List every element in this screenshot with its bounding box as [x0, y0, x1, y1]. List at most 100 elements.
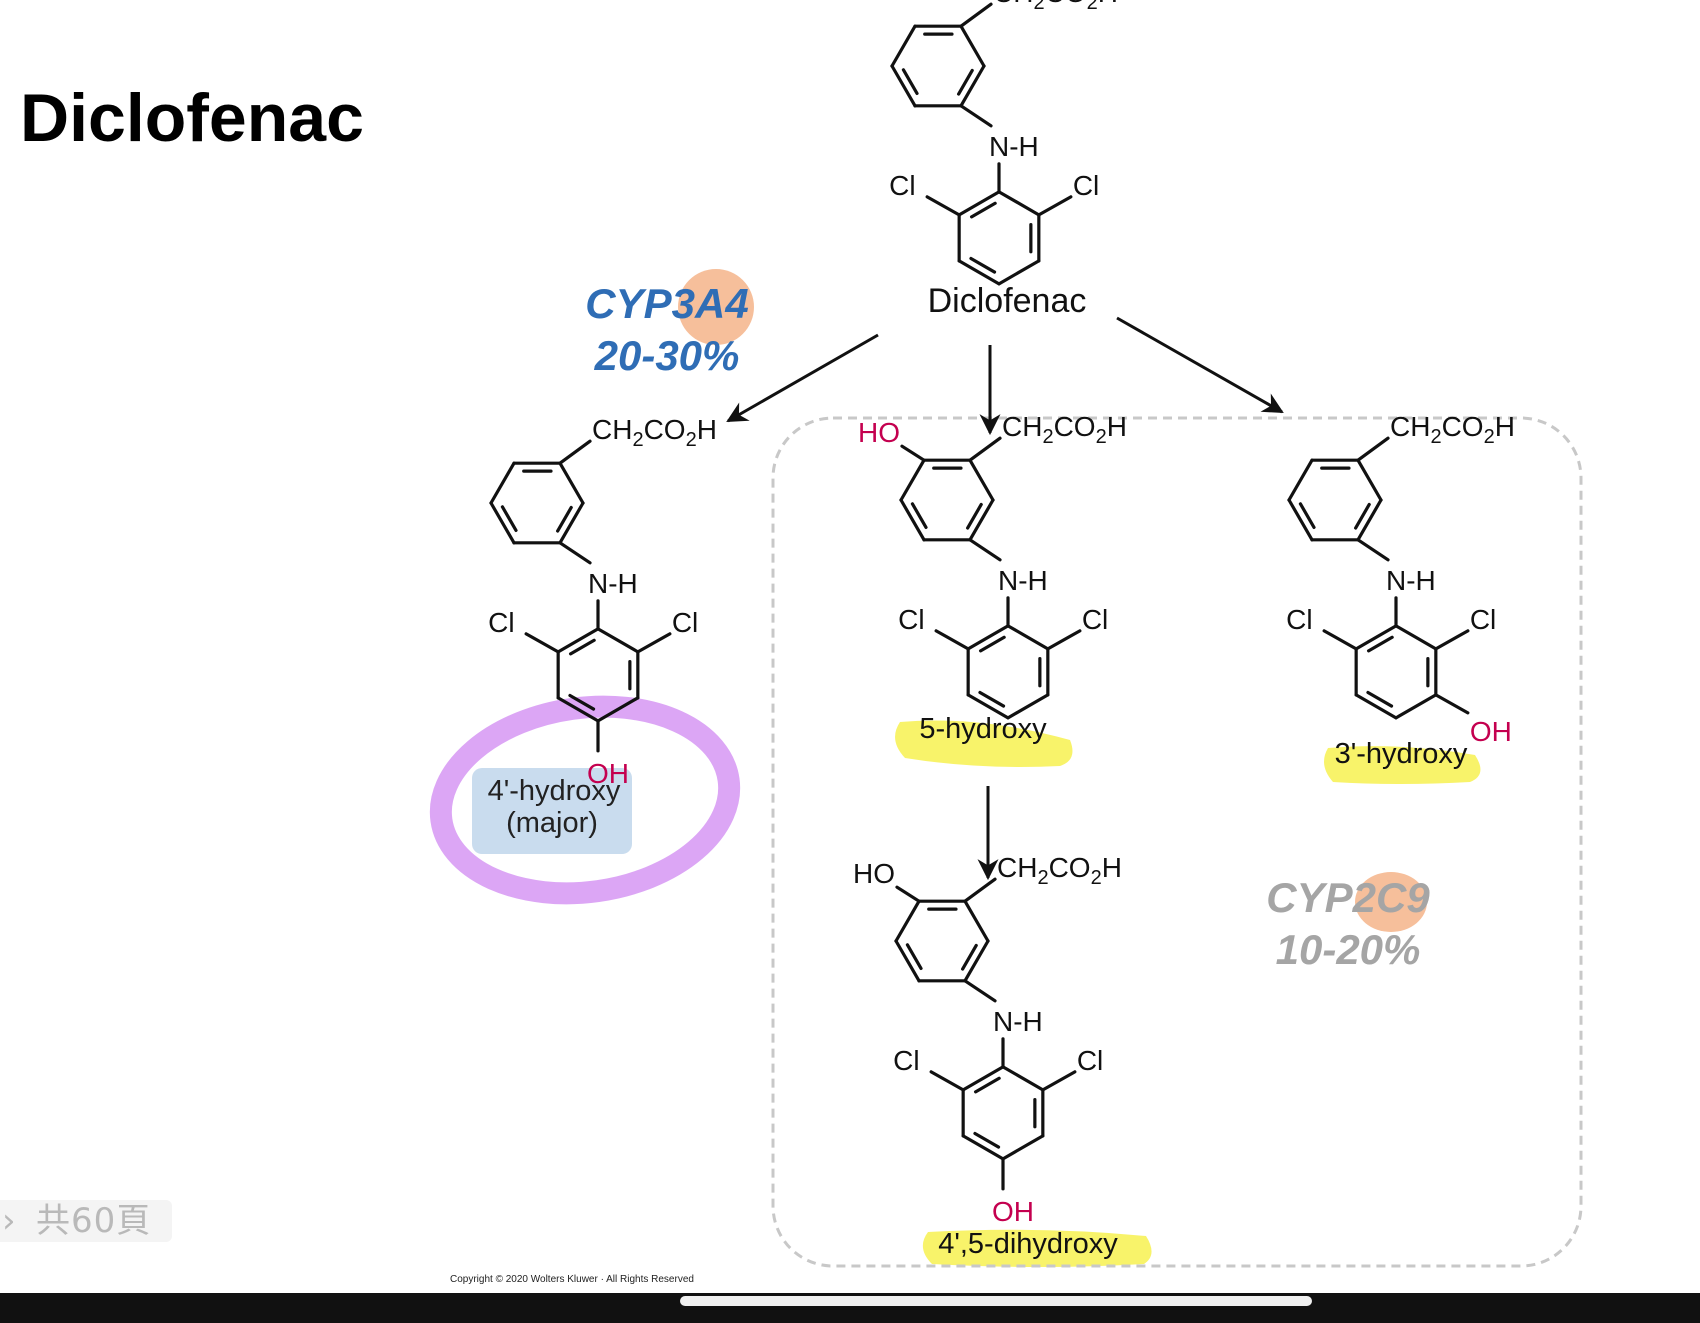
45-dihydroxy-structure-cl-right-bond — [1041, 1070, 1077, 1092]
4-hydroxy-structure-upper-ring-double-bond — [556, 505, 573, 533]
ch2co2h-label: CH2CO2H — [1390, 411, 1515, 448]
4-hydroxy-structure-lower-ring-bond — [596, 627, 640, 654]
45-dihydroxy-structure-oh-label: OH — [992, 1196, 1034, 1227]
3-hydroxy-structure-oh-label: OH — [1470, 716, 1512, 747]
diclofenac-structure-cl-left-bond — [925, 195, 961, 217]
5-hydroxy-label: 5-hydroxy — [919, 713, 1047, 745]
3-hydroxy-structure-upper-ring-bond — [1356, 498, 1383, 542]
5-hydroxy-structure-upper-ring-double-bond — [966, 502, 983, 530]
3-hydroxy-structure-oh-bond — [1434, 693, 1470, 715]
4-hydroxy-structure-lower-ring-bond — [556, 627, 600, 654]
page-title: Diclofenac — [20, 80, 364, 156]
5-hydroxy-structure-upper-ring-bond — [899, 458, 926, 502]
diclofenac-structure-lower-ring-bond — [957, 259, 1001, 286]
diclofenac-structure-upper-ring-bond — [890, 24, 917, 68]
diclofenac-structure-n-bond — [959, 104, 993, 128]
4-hydroxy-structure-upper-ring-double-bond — [500, 505, 518, 533]
45-dihydroxy-structure-ho-label: HO — [853, 858, 895, 889]
45-dihydroxy-structure-lower-ring-bond — [1001, 1065, 1045, 1092]
45-dihydroxy-structure-upper-ring-double-bond — [961, 943, 978, 971]
3-hydroxy-structure-upper-ring-bond — [1287, 458, 1314, 502]
5-hydroxy-structure-lower-ring-bond — [966, 693, 1010, 720]
45-dihydroxy-structure-cl-right: Cl — [1077, 1045, 1103, 1076]
page-count-indicator[interactable]: ›共60頁 — [0, 1200, 172, 1242]
5-hydroxy-structure-cl-right: Cl — [1082, 604, 1108, 635]
ch2co2h-label: CH2CO2H — [592, 414, 717, 451]
major-metabolite-circle — [429, 695, 741, 905]
diclofenac-structure-lower-ring-bond — [997, 259, 1041, 286]
45-dihydroxy-structure-cl-left: Cl — [893, 1045, 919, 1076]
arrow-to-4-hydroxy — [726, 333, 879, 423]
5-hydroxy-structure-n-bond — [968, 538, 1002, 562]
ch2co2h-label: CH2CO2H — [993, 0, 1118, 14]
diclofenac-structure-lower-ring-double-bond — [969, 256, 997, 274]
horizontal-scrollbar[interactable] — [680, 1296, 1312, 1306]
3-hydroxy-structure-upper-ring-double-bond — [1354, 502, 1371, 530]
45-dihydroxy-structure-lower-ring-double-bond — [973, 1131, 1001, 1149]
3-hydroxy-label: 3'-hydroxy — [1335, 738, 1468, 770]
cyp3a4-orange-highlight — [678, 269, 754, 345]
5-hydroxy-structure-ho-label: HO — [858, 417, 900, 448]
3-hydroxy-structure-cl-right: Cl — [1470, 604, 1496, 635]
diclofenac-structure-cl-right-bond — [1037, 195, 1073, 217]
4-hydroxy-structure-lower-ring-double-bond — [568, 693, 596, 711]
diclofenac-structure-lower-ring-bond — [957, 190, 1001, 217]
45-dihydroxy-structure-upper-ring-bond — [963, 939, 990, 983]
3-hydroxy-structure-cl-left: Cl — [1286, 604, 1312, 635]
diclofenac-structure-cl-left: Cl — [889, 170, 915, 201]
cyp2c9-orange-highlight — [1355, 872, 1427, 932]
4-hydroxy-label: 4'-hydroxy — [488, 775, 621, 807]
3-hydroxy-structure-lower-ring-bond — [1354, 693, 1398, 720]
arrow-to-3-hydroxy — [1116, 316, 1284, 414]
4-hydroxy-structure-cl-right: Cl — [672, 607, 698, 638]
3-hydroxy-structure-lower-ring-bond — [1394, 624, 1438, 651]
5-hydroxy-structure-lower-ring-bond — [1006, 693, 1050, 720]
5-hydroxy-structure-lower-ring-double-bond — [978, 690, 1006, 708]
4-hydroxy-structure-upper-ring-bond — [558, 461, 585, 505]
highlights — [429, 269, 1481, 1267]
5-hydroxy-structure-lower-ring-bond — [966, 624, 1010, 651]
3-hydroxy-yellow-highlight — [1324, 746, 1481, 784]
4-hydroxy-structure-cl-left: Cl — [488, 607, 514, 638]
5-hydroxy-structure-lower-ring-double-bond — [978, 635, 1006, 653]
ch2co2h-label: CH2CO2H — [1002, 411, 1127, 448]
diclofenac-structure-ch2-bond — [959, 2, 993, 28]
cyp3a4-percentage: 20-30% — [594, 332, 740, 379]
diclofenac-structure-lower-ring-bond — [997, 190, 1041, 217]
diclofenac-structure-upper-ring-bond — [959, 24, 986, 68]
5-hydroxy-structure-cl-left-bond — [934, 629, 970, 651]
cyp2c9-enzyme: CYP2C9 — [1266, 874, 1430, 921]
4-hydroxy-structure-upper-ring-bond — [489, 461, 516, 505]
4-hydroxy-structure-oh-label: OH — [587, 758, 629, 789]
45-dihydroxy-structure-ch2-bond — [963, 877, 997, 903]
diclofenac-structure-nh-label: N-H — [989, 131, 1039, 162]
45-dihydroxy-structure-lower-ring-double-bond — [973, 1076, 1001, 1094]
3-hydroxy-structure-cl-right-bond — [1434, 629, 1470, 651]
3-hydroxy-structure-cl-left-bond — [1322, 629, 1358, 651]
4-hydroxy-structure-n-bond — [558, 541, 592, 565]
4-hydroxy-structure-nh-label: N-H — [588, 568, 638, 599]
45-dihydroxy-structure-nh-label: N-H — [993, 1006, 1043, 1037]
45-dihydroxy-structure-upper-ring-double-bond — [905, 943, 923, 971]
45-dihydroxy-structure-n-bond — [963, 979, 997, 1003]
diclofenac-structure-cl-right: Cl — [1073, 170, 1099, 201]
5-hydroxy-structure-ho-bond — [900, 444, 926, 462]
3-hydroxy-structure-n-bond — [1356, 538, 1390, 562]
4-hydroxy-structure-lower-ring-bond — [596, 696, 640, 723]
45-dihydroxy-yellow-highlight — [922, 1229, 1152, 1267]
4-hydroxy-label-box — [472, 768, 632, 854]
5-hydroxy-structure-ch2-bond — [968, 436, 1002, 462]
cyp3a4-enzyme: CYP3A4 — [585, 280, 748, 327]
45-dihydroxy-structure-upper-ring-bond — [963, 899, 990, 943]
molecules: CH2CO2HN-HClClCH2CO2HN-HClClOHCH2CO2HN-H… — [488, 0, 1515, 1227]
4-hydroxy-structure-upper-ring-bond — [558, 501, 585, 545]
4-hydroxy-structure-upper-ring-bond — [489, 501, 516, 545]
45-dihydroxy-structure-lower-ring-bond — [1001, 1134, 1045, 1161]
diclofenac-structure-upper-ring-double-bond — [901, 68, 919, 96]
4-hydroxy-structure-lower-ring-bond — [556, 696, 600, 723]
